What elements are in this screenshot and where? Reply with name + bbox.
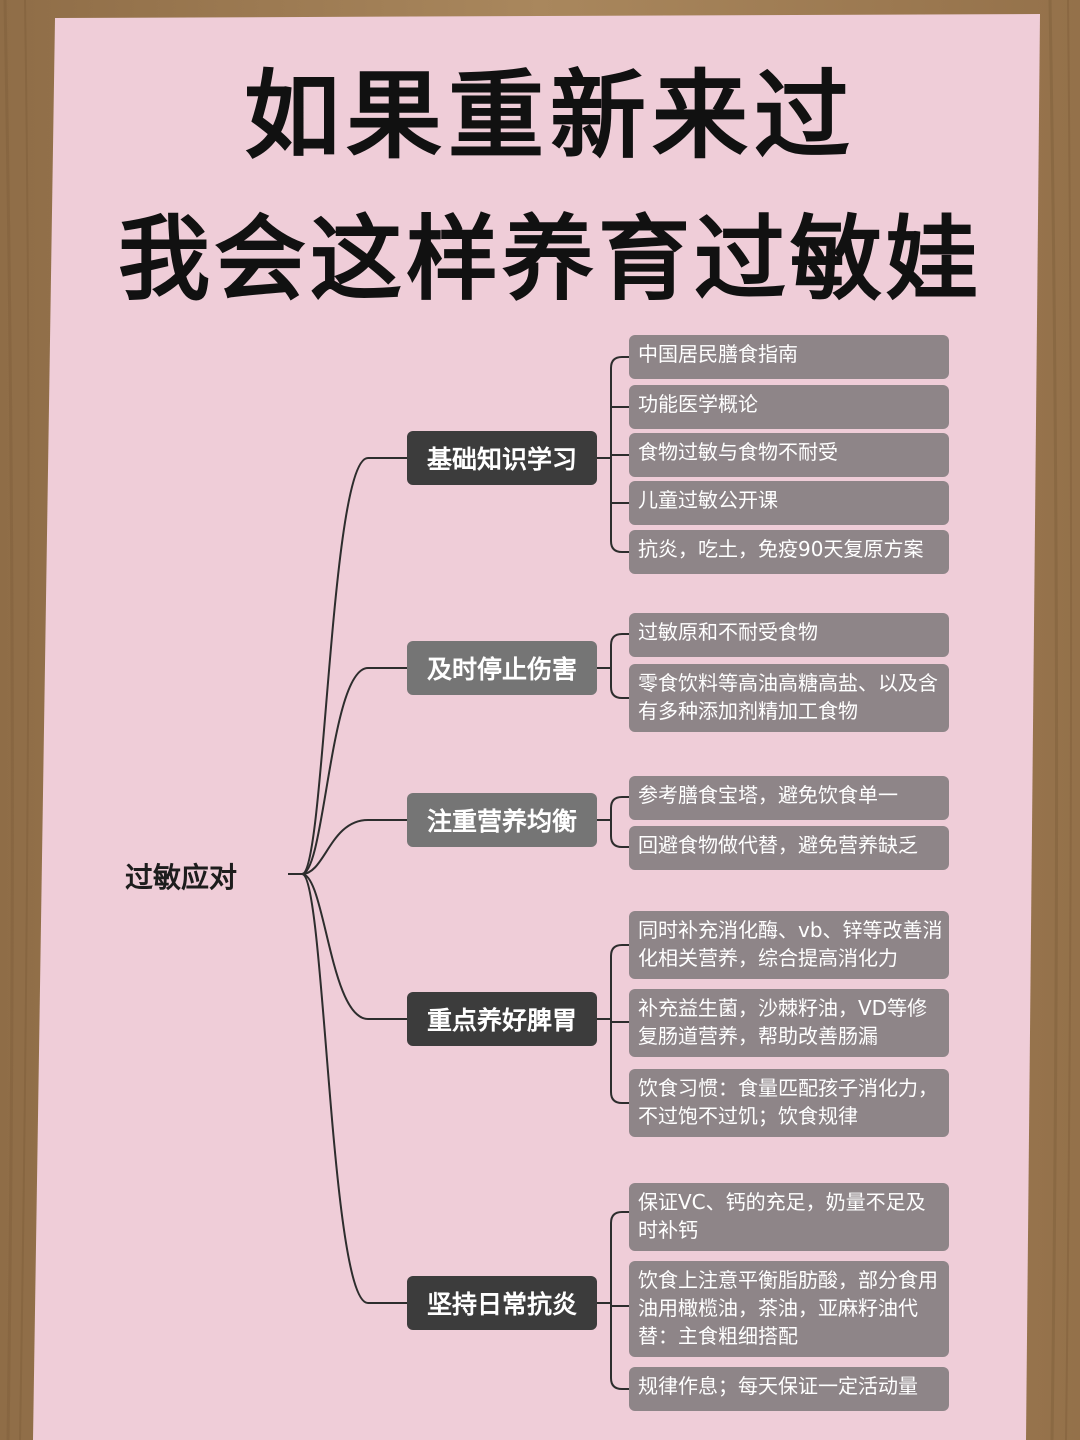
mindmap-root: 过敏应对 [125,861,238,894]
leaf-probiotics: 补充益生菌，沙棘籽油，VD等修复肠道营养，帮助改善肠漏 [629,989,949,1057]
leaf-functional-medicine: 功能医学概论 [629,385,949,429]
branch-basic-knowledge: 基础知识学习 [407,431,597,485]
leaf-anti-inflammation-plan: 抗炎，吃土，免疫90天复原方案 [629,530,949,574]
leaf-eating-habits: 饮食习惯：食量匹配孩子消化力，不过饱不过饥；饮食规律 [629,1069,949,1137]
branch-daily-anti-inflammation: 坚持日常抗炎 [407,1276,597,1330]
leaf-child-allergy-course: 儿童过敏公开课 [629,481,949,525]
title-line-2: 我会这样养育过敏娃 [117,206,982,313]
leaf-digestive-enzymes: 同时补充消化酶、vb、锌等改善消化相关营养，综合提高消化力 [629,911,949,979]
leaf-food-pyramid: 参考膳食宝塔，避免饮食单一 [629,776,949,820]
leaf-allergen-foods: 过敏原和不耐受食物 [629,613,949,657]
leaf-food-allergy-intolerance: 食物过敏与食物不耐受 [629,433,949,477]
leaf-fatty-acid-balance: 饮食上注意平衡脂肪酸，部分食用油用橄榄油，茶油，亚麻籽油代替：主食粗细搭配 [629,1261,949,1357]
leaf-routine-activity: 规律作息；每天保证一定活动量 [629,1367,949,1411]
branch-spleen-stomach: 重点养好脾胃 [407,992,597,1046]
leaf-processed-foods: 零食饮料等高油高糖高盐、以及含有多种添加剂精加工食物 [629,664,949,732]
leaf-food-substitute: 回避食物做代替，避免营养缺乏 [629,826,949,870]
branch-nutrition-balance: 注重营养均衡 [407,793,597,847]
title-line-1: 如果重新来过 [244,60,856,172]
branch-stop-harm: 及时停止伤害 [407,641,597,695]
leaf-dietary-guidelines: 中国居民膳食指南 [629,335,949,379]
leaf-vitamin-c-calcium: 保证VC、钙的充足，奶量不足及时补钙 [629,1183,949,1251]
